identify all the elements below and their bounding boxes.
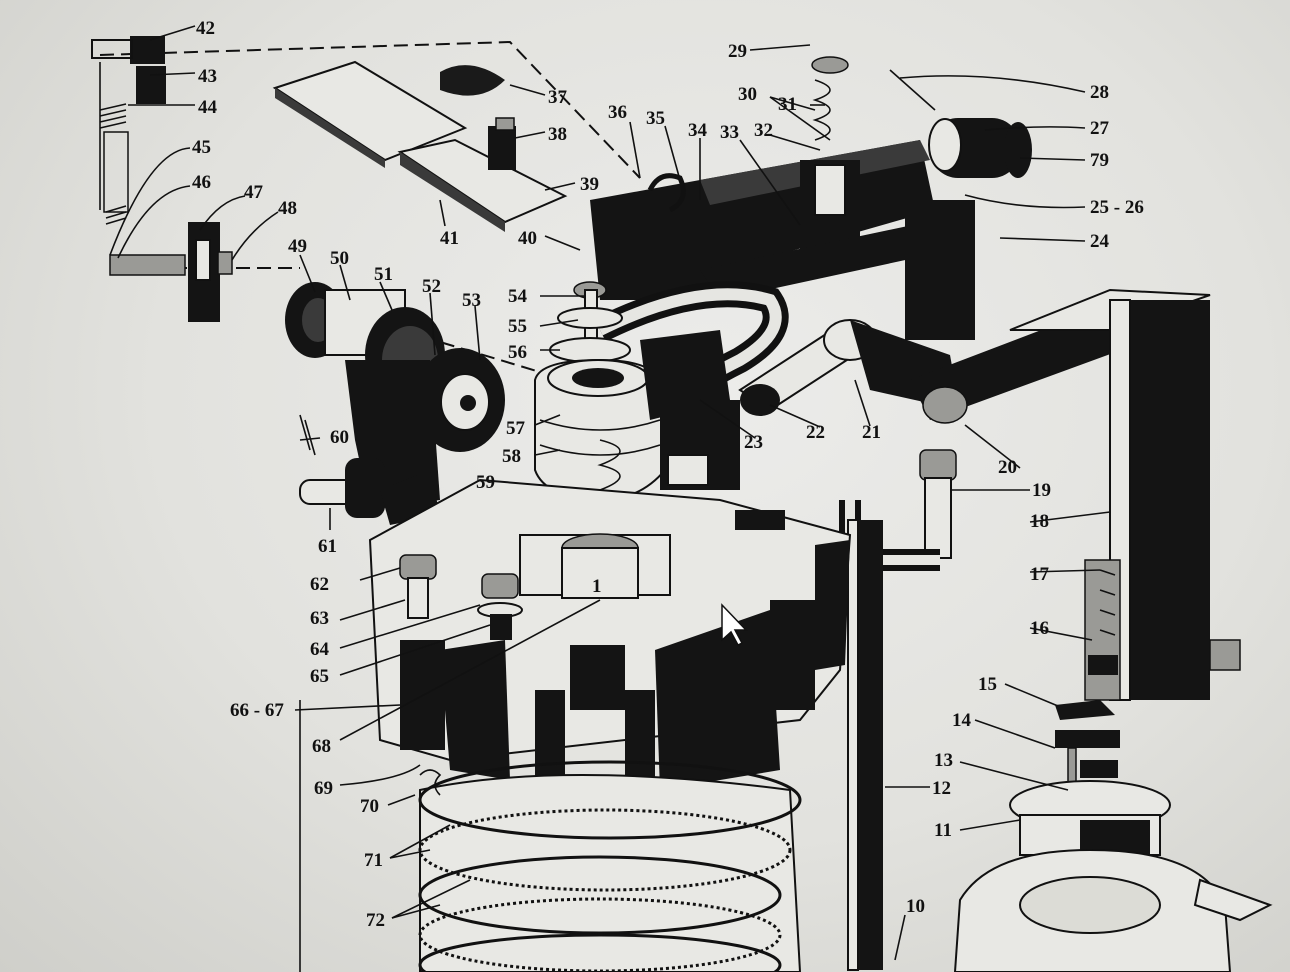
label-13: 13: [934, 750, 953, 771]
label-32: 32: [754, 120, 773, 141]
label-53: 53: [462, 290, 481, 311]
bracket-plates-37-41: [272, 60, 568, 232]
label-43: 43: [198, 66, 217, 87]
label-31: 31: [778, 94, 797, 115]
label-37: 37: [548, 87, 568, 108]
label-14: 14: [952, 710, 972, 731]
label-48: 48: [278, 198, 297, 219]
label-70: 70: [360, 796, 379, 817]
label-10: 10: [906, 896, 925, 917]
label-30: 30: [738, 84, 757, 105]
label-50: 50: [330, 248, 349, 269]
label-63: 63: [310, 608, 329, 629]
label-62: 62: [310, 574, 329, 595]
mechanism-drawing: [91, 36, 1273, 972]
label-25-26: 25 - 26: [1090, 197, 1144, 218]
label-58: 58: [502, 446, 521, 467]
label-23: 23: [744, 432, 763, 453]
part-number-labels: 42 43 44 45 46 47 48 49 50 51 52 53 37 3…: [192, 18, 1144, 931]
label-28: 28: [1090, 82, 1109, 103]
label-1: 1: [592, 576, 602, 597]
label-45: 45: [192, 137, 211, 158]
label-60: 60: [330, 427, 349, 448]
label-20: 20: [998, 457, 1017, 478]
left-gear-housing-49-61: [285, 282, 505, 525]
label-41: 41: [440, 228, 459, 249]
label-69: 69: [314, 778, 333, 799]
label-21: 21: [862, 422, 881, 443]
label-38: 38: [548, 124, 567, 145]
label-15: 15: [978, 674, 997, 695]
label-35: 35: [646, 108, 665, 129]
label-22: 22: [806, 422, 825, 443]
label-59: 59: [476, 472, 495, 493]
label-72: 72: [366, 910, 385, 931]
label-54: 54: [508, 286, 528, 307]
label-39: 39: [580, 174, 599, 195]
label-46: 46: [192, 172, 211, 193]
label-36: 36: [608, 102, 627, 123]
label-16: 16: [1030, 618, 1049, 639]
label-17: 17: [1030, 564, 1050, 585]
label-68: 68: [312, 736, 331, 757]
label-11: 11: [934, 820, 952, 841]
label-44: 44: [198, 97, 218, 118]
cursor-pointer-icon: [721, 603, 748, 646]
label-34: 34: [688, 120, 708, 141]
vertical-plate-16-18: [1009, 288, 1241, 701]
label-42: 42: [196, 18, 215, 39]
label-51: 51: [374, 264, 393, 285]
label-33: 33: [720, 122, 739, 143]
label-24: 24: [1090, 231, 1110, 252]
label-29: 29: [728, 41, 747, 62]
lower-right-parts-10-15: [953, 700, 1273, 972]
label-57: 57: [506, 418, 526, 439]
label-27: 27: [1090, 118, 1110, 139]
label-66-67: 66 - 67: [230, 700, 284, 721]
label-61: 61: [318, 536, 337, 557]
label-71: 71: [364, 850, 383, 871]
label-64: 64: [310, 639, 330, 660]
label-49: 49: [288, 236, 307, 257]
label-79: 79: [1090, 150, 1109, 171]
lower-gear-stack-69-72: [418, 760, 802, 972]
label-18: 18: [1030, 511, 1049, 532]
label-55: 55: [508, 316, 527, 337]
label-65: 65: [310, 666, 329, 687]
label-19: 19: [1032, 480, 1051, 501]
label-12: 12: [932, 778, 951, 799]
upper-crosshead-24-36: [590, 56, 1032, 340]
label-56: 56: [508, 342, 527, 363]
label-52: 52: [422, 276, 441, 297]
main-base-housing: [368, 478, 852, 790]
leader-lines: [109, 25, 1111, 961]
bracket-arm-12-19: [839, 449, 957, 971]
spring-assembly-42-46: [91, 36, 233, 322]
label-40: 40: [518, 228, 537, 249]
label-47: 47: [244, 182, 264, 203]
